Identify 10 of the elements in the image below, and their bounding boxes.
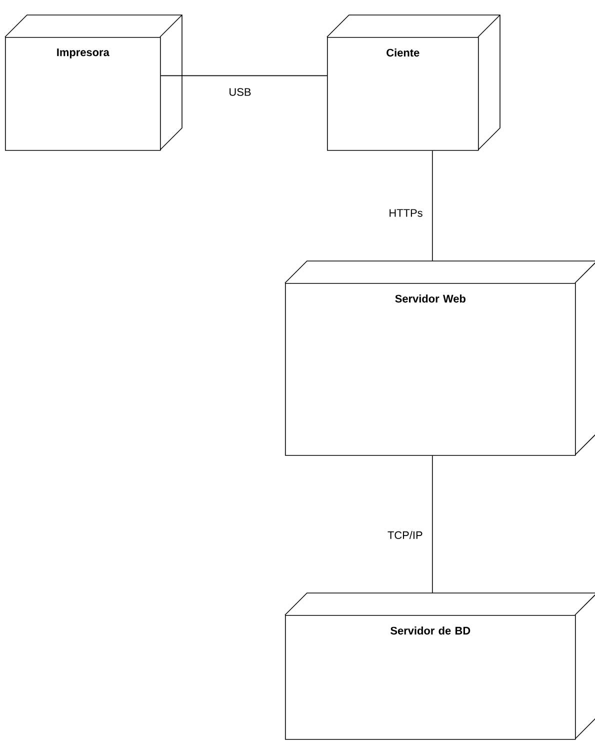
edge-label: HTTPs — [390, 209, 422, 217]
connector-line — [432, 150, 433, 262]
node-box: Ciente — [326, 14, 500, 151]
connector-line — [160, 75, 328, 76]
connector-line — [432, 455, 433, 594]
node-box: Servidor Web — [284, 260, 595, 456]
edge-label: USB — [230, 88, 251, 96]
node-box: Servidor de BD — [284, 592, 595, 740]
edge-label: TCP/IP — [388, 530, 422, 540]
node-box: Impresora — [4, 14, 182, 151]
